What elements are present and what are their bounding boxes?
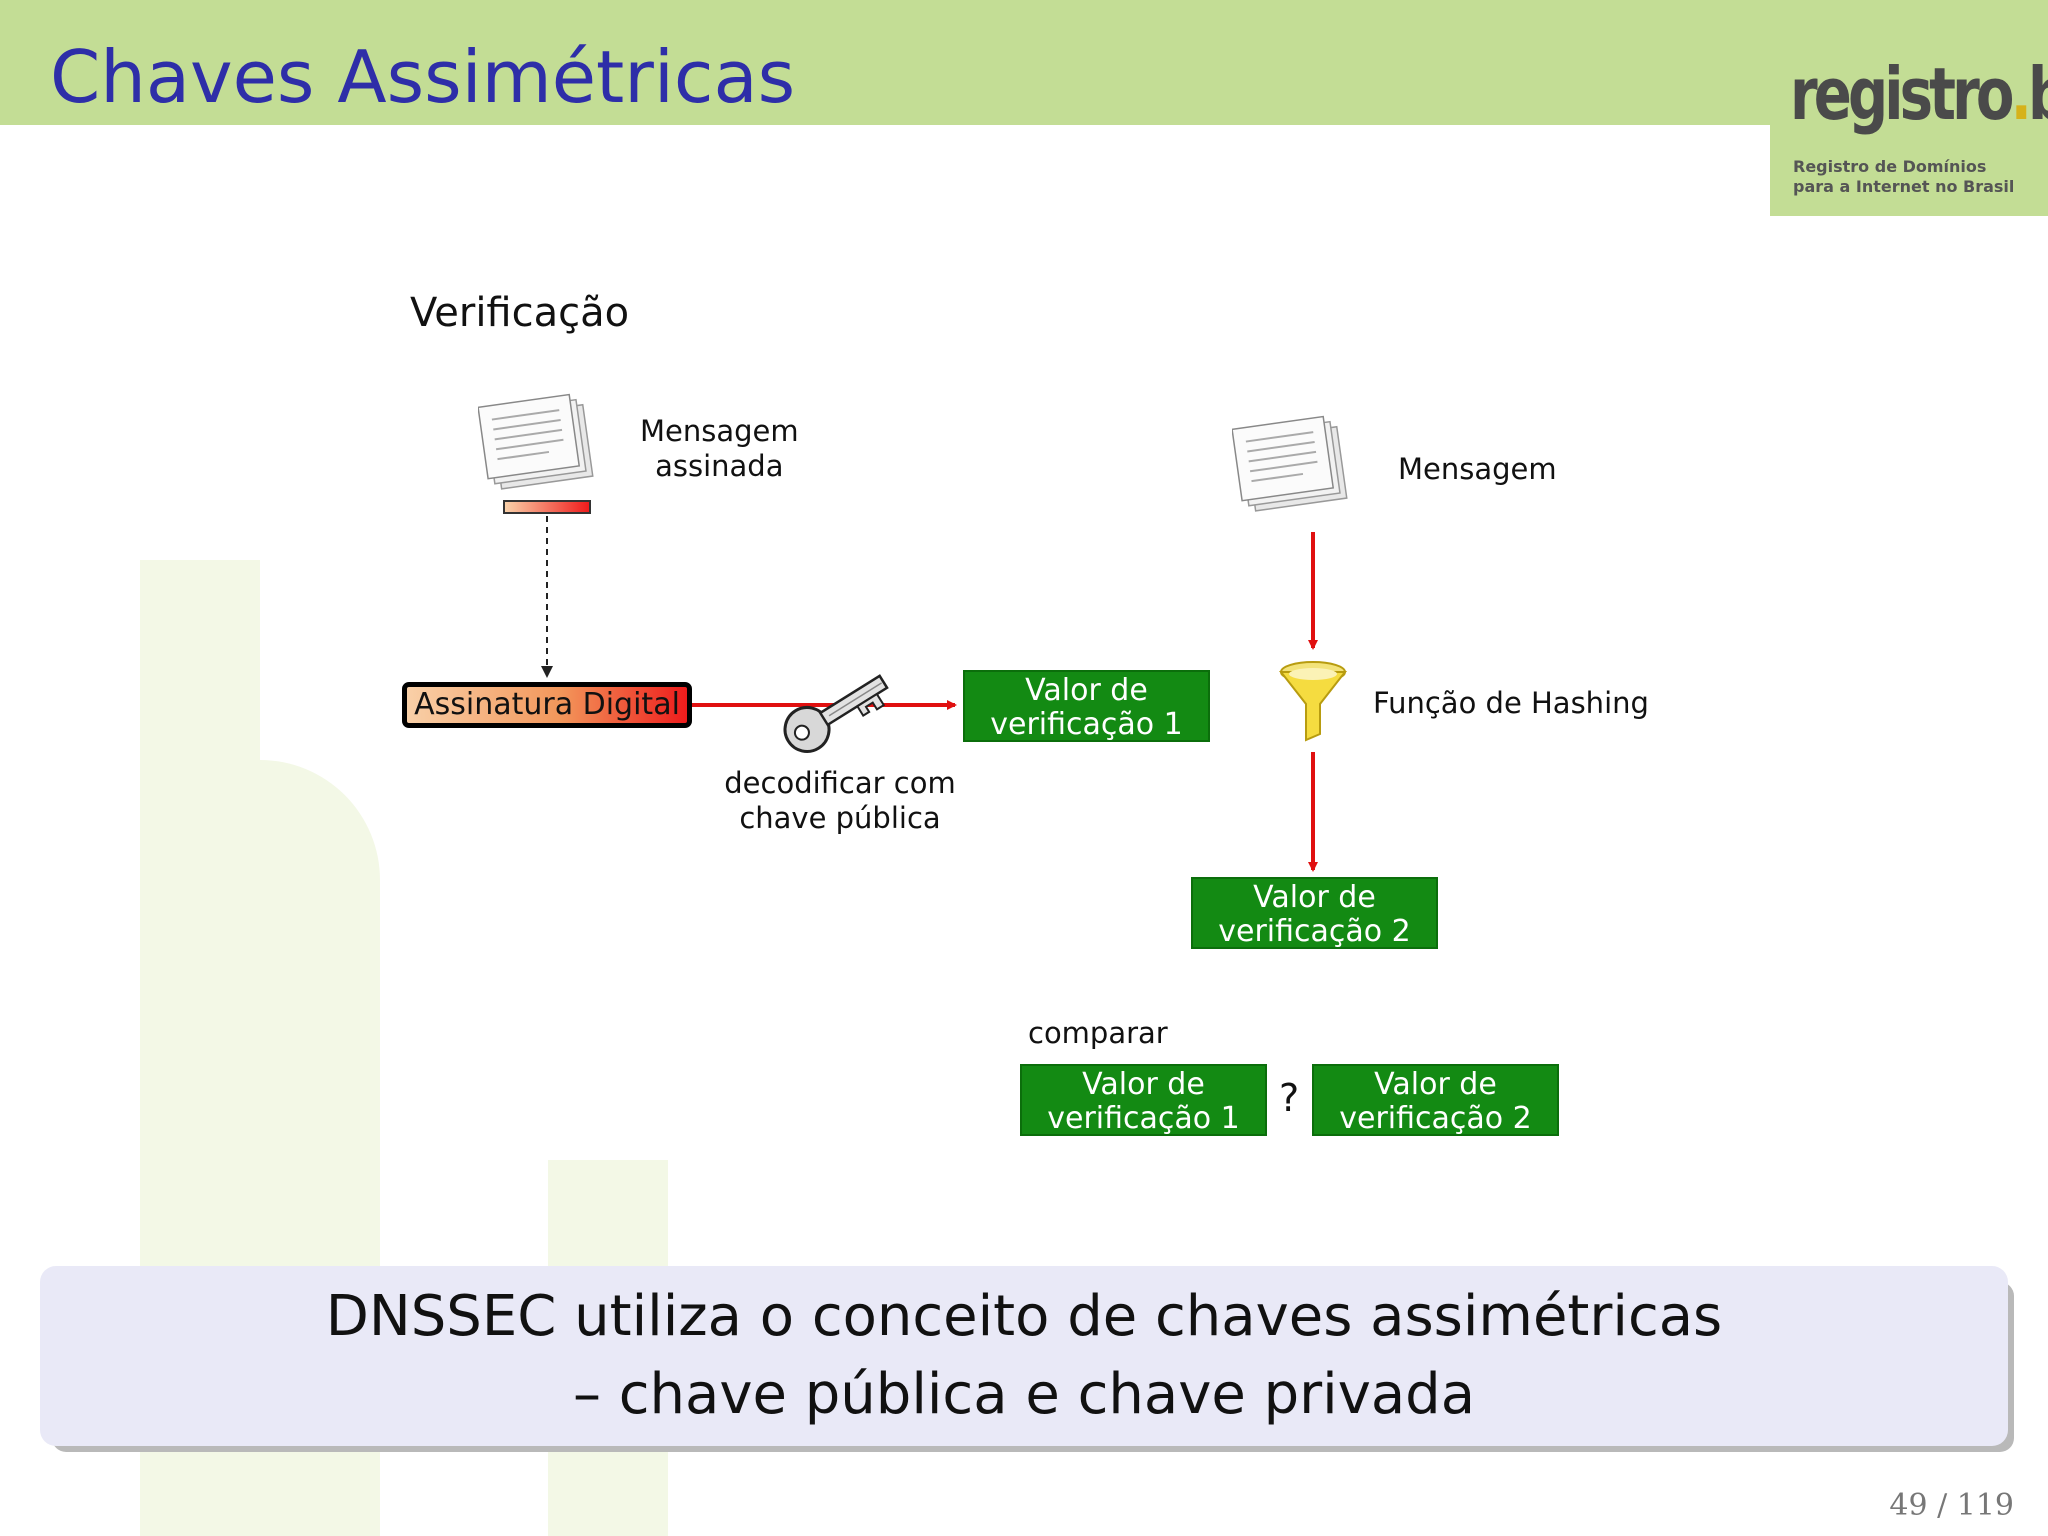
header-curve	[0, 125, 1770, 220]
signed-message-label-line2: assinada	[655, 449, 784, 483]
registro-br-logo: registro.br	[1790, 52, 2048, 136]
message-document-icon	[1232, 415, 1348, 512]
compare-question-mark: ?	[1279, 1076, 1300, 1120]
verification-value-2-line1: Valor de	[1253, 880, 1376, 915]
verification-value-2-box: Valor de verificação 2	[1191, 877, 1438, 949]
compare-value-1-line1: Valor de	[1082, 1067, 1205, 1102]
banner-line1: DNSSEC utiliza o conceito de chaves assi…	[325, 1284, 1723, 1349]
compare-value-1-box: Valor de verificação 1	[1020, 1064, 1267, 1136]
verification-value-1-line1: Valor de	[1025, 673, 1148, 708]
logo-dot: .	[2010, 52, 2032, 136]
logo-subtitle: Registro de Domínios para a Internet no …	[1793, 157, 2014, 197]
verification-value-2-line2: verificação 2	[1218, 914, 1411, 949]
diagram-heading: Verificação	[410, 290, 630, 336]
logo-subtitle-line2: para a Internet no Brasil	[1793, 177, 2015, 196]
logo-suffix: br	[2028, 52, 2048, 136]
digital-signature-box: Assinatura Digital	[402, 682, 692, 728]
summary-banner	[40, 1266, 2008, 1446]
compare-value-2-box: Valor de verificação 2	[1312, 1064, 1559, 1136]
compare-value-2-line2: verificação 2	[1339, 1101, 1532, 1136]
funnel-icon	[1278, 661, 1348, 742]
signed-document-icon	[478, 393, 594, 490]
logo-word: registro	[1790, 52, 2014, 136]
compare-value-1-line2: verificação 1	[1047, 1101, 1240, 1136]
logo-area	[1770, 0, 2048, 216]
message-label: Mensagem	[1398, 452, 1557, 486]
logo-subtitle-line1: Registro de Domínios	[1793, 157, 1987, 176]
compare-value-2-line1: Valor de	[1374, 1067, 1497, 1102]
signed-message-label-line1: Mensagem	[640, 414, 799, 448]
verification-value-1-line2: verificação 1	[990, 707, 1183, 742]
signed-message-label: Mensagem assinada	[640, 414, 799, 484]
page-number: 49 / 119	[1889, 1488, 2014, 1523]
decode-label-line2: chave pública	[739, 801, 941, 835]
signature-bar	[503, 500, 591, 514]
verification-value-1-box: Valor de verificação 1	[963, 670, 1210, 742]
decode-label-line1: decodificar com	[724, 766, 956, 800]
key-icon	[783, 674, 889, 753]
compare-label: comparar	[1028, 1016, 1168, 1050]
header-band	[0, 0, 2048, 125]
banner-line2: – chave pública e chave privada	[572, 1362, 1476, 1427]
decode-label: decodificar com chave pública	[700, 766, 980, 836]
slide-title: Chaves Assimétricas	[50, 35, 796, 119]
hash-function-label: Função de Hashing	[1373, 686, 1649, 720]
